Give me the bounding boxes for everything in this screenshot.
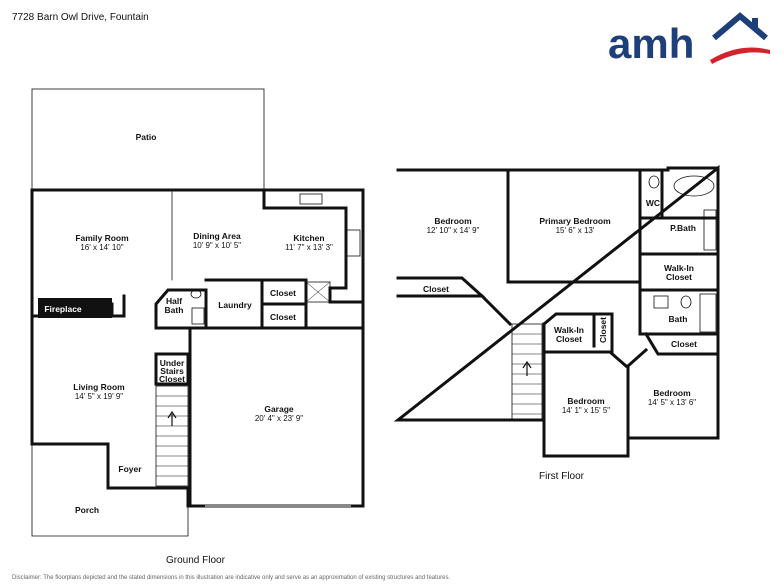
bedroom-right-wall bbox=[625, 347, 649, 440]
family-room-label: Family Room bbox=[75, 233, 129, 243]
primary-bedroom-dims: 15' 6" x 13' bbox=[556, 226, 595, 235]
ground-floor-title: Ground Floor bbox=[166, 555, 225, 566]
first-floor-title: First Floor bbox=[539, 471, 584, 482]
wc-label: WC bbox=[646, 198, 660, 208]
logo-text: amh bbox=[608, 20, 694, 66]
garage-label: Garage bbox=[264, 404, 294, 414]
bath-tub bbox=[699, 293, 717, 333]
first-floor-outer-wall bbox=[393, 164, 720, 458]
property-address: 7728 Barn Owl Drive, Fountain bbox=[12, 12, 149, 23]
dining-area-label: Dining Area bbox=[193, 231, 241, 241]
walk-in-closet-center-wall bbox=[541, 312, 614, 354]
foyer-label: Foyer bbox=[118, 464, 142, 474]
fireplace bbox=[38, 298, 112, 318]
kitchen-dims: 11' 7" x 13' 3" bbox=[285, 243, 333, 252]
garage-wall bbox=[188, 326, 365, 508]
bath-wall bbox=[638, 288, 720, 336]
bedroom-center-wall bbox=[542, 350, 629, 422]
bedroom-nw-label: Bedroom bbox=[434, 216, 472, 226]
p-bath-tub bbox=[673, 175, 715, 197]
first-stair-arrow bbox=[522, 360, 532, 376]
closet-block-wall bbox=[260, 278, 308, 330]
half-bath-label-1: Half bbox=[166, 296, 182, 306]
ground-stair-steps bbox=[155, 395, 189, 477]
half-bath-sink bbox=[191, 307, 205, 325]
under-stairs-label-3: Closet bbox=[159, 374, 185, 384]
closet-hall-label: Closet bbox=[423, 284, 449, 294]
bedroom-center-dims: 14' 1" x 15' 5" bbox=[562, 406, 610, 415]
kitchen-range bbox=[345, 229, 361, 257]
bedroom-center-label: Bedroom bbox=[567, 396, 605, 406]
patio-label: Patio bbox=[136, 132, 157, 142]
logo-house-roof bbox=[712, 12, 768, 41]
closet-right-wall bbox=[643, 331, 720, 356]
living-room-dims: 14' 5" x 19' 9" bbox=[75, 392, 123, 401]
under-stairs-label-1: Under bbox=[160, 358, 185, 368]
porch-label: Porch bbox=[75, 505, 99, 515]
disclaimer: Disclaimer: The floorplans depicted and … bbox=[12, 575, 451, 581]
bath-label: Bath bbox=[669, 314, 688, 324]
wc-toilet bbox=[648, 175, 660, 189]
walk-in-closet-center-label-1: Walk-In bbox=[554, 325, 584, 335]
bedroom-right-label: Bedroom bbox=[653, 388, 691, 398]
living-room-label: Living Room bbox=[73, 382, 125, 392]
wc-wall bbox=[638, 168, 664, 256]
p-bath-vanity bbox=[703, 209, 717, 251]
bedroom-right-dims: 14' 5" x 13' 6" bbox=[648, 398, 696, 407]
ground-stair-arrow bbox=[167, 410, 177, 426]
logo-chimney bbox=[752, 18, 758, 30]
closet-small-label: Closet bbox=[598, 317, 608, 343]
refrigerator bbox=[305, 281, 331, 303]
ground-floor-outer-wall bbox=[30, 188, 365, 508]
half-bath-label-2: Bath bbox=[165, 305, 184, 315]
under-stairs-label-2: Stairs bbox=[160, 366, 184, 376]
p-bath-label: P.Bath bbox=[670, 223, 696, 233]
walk-in-closet-right-label-1: Walk-In bbox=[664, 263, 694, 273]
kitchen-label: Kitchen bbox=[293, 233, 324, 243]
amh-logo: amh bbox=[608, 12, 770, 66]
logo-swoosh bbox=[710, 47, 770, 64]
closet-lower-label: Closet bbox=[270, 312, 296, 322]
under-stairs-closet-wall bbox=[154, 352, 190, 386]
walk-in-closet-right-label-2: Closet bbox=[666, 272, 692, 282]
porch-outline bbox=[31, 443, 189, 537]
bedroom-nw-dims: 12' 10" x 14' 9" bbox=[427, 226, 480, 235]
family-room-dims: 16' x 14' 10" bbox=[80, 243, 123, 252]
garage-dims: 20' 4" x 23' 9" bbox=[255, 414, 303, 423]
primary-bedroom-label: Primary Bedroom bbox=[539, 216, 611, 226]
bath-toilet bbox=[680, 295, 692, 309]
closet-right-label: Closet bbox=[671, 339, 697, 349]
kitchen-sink bbox=[299, 193, 323, 205]
closet-upper-label: Closet bbox=[270, 288, 296, 298]
half-bath-toilet bbox=[190, 289, 202, 299]
first-stairs bbox=[511, 323, 543, 421]
bedroom-nw-wall bbox=[396, 168, 642, 298]
bath-sink bbox=[653, 295, 669, 309]
fireplace-label: Fireplace bbox=[44, 304, 82, 314]
dining-area-dims: 10' 9" x 10' 5" bbox=[193, 241, 241, 250]
walk-in-closet-center-label-2: Closet bbox=[556, 334, 582, 344]
hall-wall bbox=[479, 293, 513, 327]
half-bath-wall bbox=[154, 288, 208, 330]
laundry-label: Laundry bbox=[218, 300, 252, 310]
